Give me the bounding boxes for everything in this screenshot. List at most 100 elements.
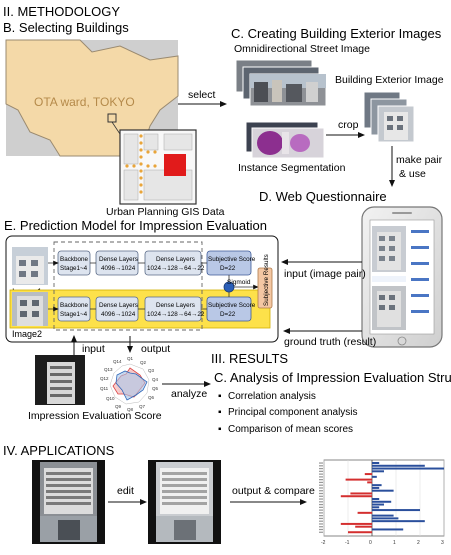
dense2-dims: 1024→128→64→22 bbox=[147, 311, 205, 318]
dense2-dims: 1024→128→64→22 bbox=[147, 265, 205, 272]
dense2-label: Dense Layers bbox=[156, 256, 195, 263]
y-tick-label bbox=[319, 467, 323, 470]
ota-ward-map: OTA ward, TOKYO bbox=[5, 39, 179, 157]
y-tick-label bbox=[319, 515, 323, 517]
y-tick-label bbox=[319, 503, 323, 506]
svg-text:Q14: Q14 bbox=[113, 359, 122, 364]
y-tick-label bbox=[319, 517, 323, 520]
chart-bar bbox=[367, 481, 372, 484]
edited-building-photo bbox=[148, 460, 221, 544]
chart-bar bbox=[372, 464, 425, 467]
select-label: select bbox=[188, 89, 216, 101]
omni-label: Omnidirectional Street Image bbox=[234, 43, 370, 55]
backbone-label: Backbone bbox=[60, 256, 89, 263]
dense1-label: Dense Layers bbox=[99, 302, 138, 309]
image1-thumbnail bbox=[12, 247, 48, 285]
dense2-label: Dense Layers bbox=[156, 302, 195, 309]
shared-weights-group bbox=[53, 241, 203, 331]
chart-bar bbox=[340, 522, 372, 525]
y-tick-label bbox=[319, 501, 323, 503]
y-tick-label bbox=[319, 481, 323, 484]
selected-building bbox=[164, 154, 186, 176]
image2-thumbnail bbox=[12, 292, 48, 326]
analyze-label: analyze bbox=[171, 388, 207, 400]
chart-bar bbox=[372, 467, 444, 470]
analysis-list: ▪ Correlation analysis ▪ Principal compo… bbox=[218, 391, 358, 435]
bullet-icon: ▪ bbox=[218, 407, 222, 418]
make-pair-label: make pair bbox=[396, 154, 443, 166]
score-dims: D=22 bbox=[220, 311, 236, 318]
y-tick-label bbox=[319, 484, 323, 486]
evaluated-building-photo bbox=[35, 355, 85, 405]
chart-bar bbox=[355, 525, 372, 528]
svg-text:Q4: Q4 bbox=[152, 377, 159, 382]
chart-bar bbox=[372, 500, 392, 503]
chart-bar bbox=[340, 495, 372, 498]
y-tick-label bbox=[319, 495, 323, 497]
chart-bar bbox=[372, 462, 380, 464]
use-label: & use bbox=[399, 168, 426, 180]
x-tick-label: -1 bbox=[345, 540, 350, 546]
chart-bar bbox=[372, 520, 425, 523]
score-label: Subjective Score bbox=[208, 302, 256, 309]
gis-label: Urban Planning GIS Data bbox=[106, 206, 225, 218]
backbone-stage-label: Stage1~4 bbox=[60, 265, 88, 272]
ground-truth-label: ground truth (result) bbox=[284, 336, 376, 348]
chart-bar bbox=[372, 489, 394, 492]
y-tick-label bbox=[319, 465, 323, 467]
svg-text:Q2: Q2 bbox=[140, 360, 147, 365]
model-row2: Backbone Stage1~4 Dense Layers 4096→1024… bbox=[48, 296, 256, 322]
image2-label: Image2 bbox=[12, 329, 42, 339]
y-tick-label bbox=[319, 479, 323, 481]
y-tick-label bbox=[319, 476, 323, 478]
y-tick-label bbox=[319, 470, 323, 472]
score-dims: D=22 bbox=[220, 265, 236, 272]
svg-text:Q6: Q6 bbox=[148, 395, 155, 400]
chart-bar bbox=[357, 511, 372, 514]
chart-bar bbox=[372, 484, 382, 487]
chart-bar bbox=[345, 478, 372, 481]
sigmoid-label: Sigmoid bbox=[227, 279, 251, 286]
analysis-item: Comparison of mean scores bbox=[228, 424, 353, 435]
chart-bar bbox=[372, 470, 384, 473]
chart-bar bbox=[372, 503, 384, 506]
bullet-icon: ▪ bbox=[218, 424, 222, 435]
y-tick-label bbox=[319, 512, 323, 514]
section-analysis: C. Analysis of Impression Evaluation Str… bbox=[214, 370, 451, 385]
y-tick-label bbox=[319, 523, 323, 525]
y-tick-label bbox=[319, 509, 323, 511]
bullet-icon: ▪ bbox=[218, 391, 222, 402]
svg-text:Q1: Q1 bbox=[127, 356, 134, 361]
x-tick-label: 3 bbox=[441, 540, 444, 546]
chart-bar bbox=[348, 531, 372, 534]
ward-label: OTA ward, TOKYO bbox=[34, 95, 135, 109]
score-caption: Impression Evaluation Score bbox=[28, 410, 162, 422]
section-creating: C. Creating Building Exterior Images bbox=[231, 26, 442, 41]
y-tick-label bbox=[319, 498, 323, 500]
y-tick-label bbox=[319, 492, 323, 495]
model-row1: Backbone Stage1~4 Dense Layers 4096→1024… bbox=[48, 250, 256, 276]
output-label: output bbox=[141, 343, 170, 355]
smartphone-questionnaire bbox=[361, 206, 443, 348]
y-tick-label bbox=[319, 526, 323, 528]
y-tick-label bbox=[319, 490, 323, 492]
x-tick-label: -2 bbox=[321, 540, 326, 546]
chart-bar bbox=[372, 517, 399, 520]
original-building-photo bbox=[32, 460, 105, 544]
analysis-item: Principal component analysis bbox=[228, 407, 358, 418]
dense1-label: Dense Layers bbox=[99, 256, 138, 263]
svg-text:Q5: Q5 bbox=[152, 386, 159, 391]
chart-bar bbox=[372, 475, 377, 478]
y-tick-label bbox=[319, 531, 323, 533]
chart-bar bbox=[372, 509, 420, 512]
exterior-label: Building Exterior Image bbox=[335, 74, 444, 86]
input-pair-label: input (image pair) bbox=[284, 268, 366, 280]
output-compare-label: output & compare bbox=[232, 485, 315, 497]
chart-bar bbox=[372, 498, 380, 500]
instance-label: Instance Segmentation bbox=[238, 162, 346, 174]
y-tick-label bbox=[319, 462, 323, 464]
